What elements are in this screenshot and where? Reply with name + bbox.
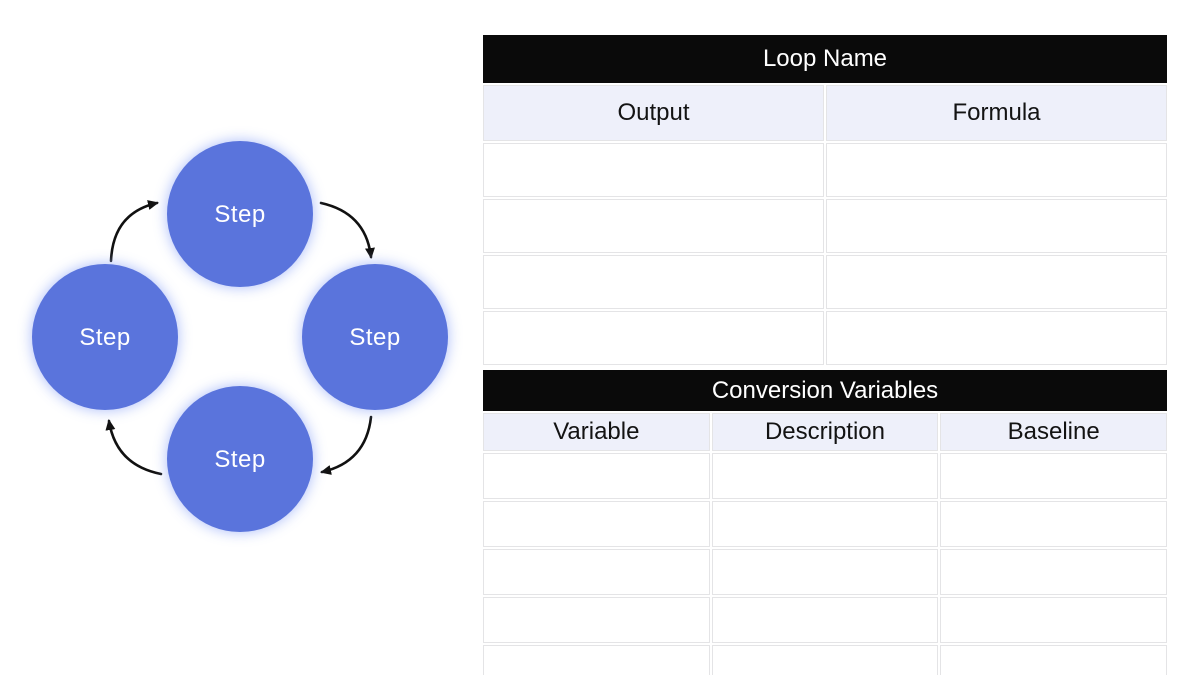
- loop-table-title: Loop Name: [483, 35, 1167, 83]
- step-label-right: Step: [349, 324, 400, 351]
- conversion-table-title: Conversion Variables: [483, 370, 1167, 411]
- step-label-left: Step: [79, 324, 130, 351]
- step-circle-left: [32, 264, 178, 410]
- loop-table: Loop Name Output Formula: [481, 33, 1169, 367]
- table-cell: [483, 199, 824, 253]
- table-cell: [483, 453, 710, 499]
- column-header-formula: Formula: [826, 85, 1167, 141]
- step-label-bottom: Step: [214, 446, 265, 473]
- step-circle-top: [167, 141, 313, 287]
- table-cell: [940, 501, 1167, 547]
- column-header-variable: Variable: [483, 413, 710, 451]
- column-header-output: Output: [483, 85, 824, 141]
- table-row: [483, 501, 1167, 547]
- table-row: [483, 255, 1167, 309]
- tables-area: Loop Name Output Formula: [481, 33, 1169, 675]
- step-circle-bottom: [167, 386, 313, 532]
- loop-table-title-row: Loop Name: [483, 35, 1167, 83]
- table-cell: [483, 597, 710, 643]
- conversion-variables-table: Conversion Variables Variable Descriptio…: [481, 368, 1169, 675]
- step-circle-right: [302, 264, 448, 410]
- table-row: [483, 199, 1167, 253]
- arrow-top-to-right: [319, 201, 375, 259]
- table-cell: [483, 645, 710, 675]
- table-cell: [483, 311, 824, 365]
- column-header-description: Description: [711, 413, 939, 451]
- arrow-left-to-top: [109, 200, 159, 263]
- table-cell: [711, 645, 939, 675]
- table-cell: [826, 311, 1167, 365]
- table-row: [483, 645, 1167, 675]
- table-row: [483, 311, 1167, 365]
- table-cell: [826, 143, 1167, 197]
- table-cell: [483, 143, 824, 197]
- table-cell: [940, 453, 1167, 499]
- arrow-bottom-to-left: [105, 419, 163, 476]
- table-cell: [711, 597, 939, 643]
- table-cell: [483, 549, 710, 595]
- table-cell: [711, 549, 939, 595]
- table-row: [483, 143, 1167, 197]
- table-cell: [483, 501, 710, 547]
- step-label-top: Step: [214, 201, 265, 228]
- table-cell: [826, 255, 1167, 309]
- table-cell: [940, 645, 1167, 675]
- loop-table-header-row: Output Formula: [483, 85, 1167, 141]
- cycle-diagram: Step Step Step Step: [32, 141, 448, 532]
- arrow-right-to-bottom: [320, 415, 373, 475]
- table-cell: [711, 453, 939, 499]
- column-header-baseline: Baseline: [940, 413, 1167, 451]
- conversion-table-title-row: Conversion Variables: [483, 370, 1167, 411]
- table-cell: [826, 199, 1167, 253]
- table-cell: [940, 597, 1167, 643]
- table-cell: [940, 549, 1167, 595]
- conversion-table-header-row: Variable Description Baseline: [483, 413, 1167, 451]
- table-cell: [711, 501, 939, 547]
- table-row: [483, 453, 1167, 499]
- table-row: [483, 597, 1167, 643]
- table-cell: [483, 255, 824, 309]
- table-row: [483, 549, 1167, 595]
